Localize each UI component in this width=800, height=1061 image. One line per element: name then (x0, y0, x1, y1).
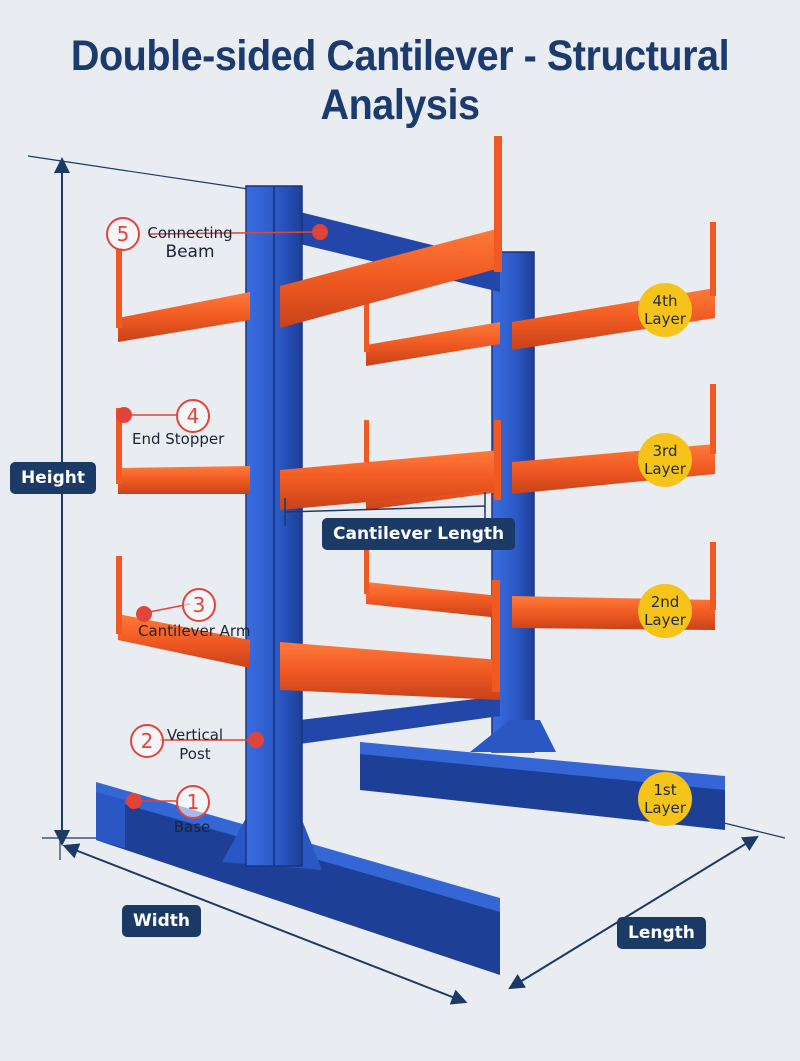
part-label-line: Beam (165, 242, 215, 262)
layer-word: Layer (644, 611, 686, 629)
height-label: Height (10, 462, 96, 494)
part-number-2: 2 (130, 724, 164, 758)
part-label-line: Post (179, 745, 211, 763)
layer-word: Layer (644, 310, 686, 328)
part-label-line: Cantilever Arm (138, 622, 251, 640)
cantilever-length-label: Cantilever Length (322, 518, 516, 550)
layer-number: 2nd (650, 593, 680, 611)
part-number-3: 3 (182, 588, 216, 622)
part-label-line: Base (173, 818, 211, 836)
vertical-post-marker (248, 732, 264, 748)
part-label-line: Connecting (147, 224, 233, 242)
cantilever-arm-marker (136, 606, 152, 622)
layer-number: 1st (653, 781, 677, 799)
length-dimension (508, 821, 786, 990)
layer-word: Layer (644, 799, 686, 817)
part-label-end-stopper: End Stopper (132, 430, 224, 449)
height-dimension (27, 155, 256, 846)
length-label: Length (617, 917, 706, 949)
part-label-vertical-post: Vertical Post (160, 726, 230, 764)
part-label-line: End Stopper (132, 430, 225, 448)
cantilever-length-dimension (284, 492, 486, 526)
layer-badge-3rd: 3rd Layer (638, 433, 692, 487)
part-number-1: 1 (176, 785, 210, 819)
front-arms (116, 136, 502, 700)
width-label: Width (122, 905, 201, 937)
connecting-beam-marker (312, 224, 328, 240)
part-label-base: Base (172, 818, 212, 837)
layer-badge-4th: 4th Layer (638, 283, 692, 337)
width-dimension (59, 835, 468, 1005)
end-stopper-marker (116, 407, 132, 423)
part-number-4: 4 (176, 399, 210, 433)
part-label-connecting-beam: Connecting Beam (140, 224, 240, 262)
page-title: Double-sided Cantilever - Structural Ana… (70, 32, 730, 129)
part-label-cantilever-arm: Cantilever Arm (138, 622, 250, 641)
layer-number: 3rd (652, 442, 678, 460)
base-marker (126, 793, 142, 809)
layer-word: Layer (644, 460, 686, 478)
layer-badge-2nd: 2nd Layer (638, 584, 692, 638)
part-label-line: Vertical (166, 726, 224, 744)
layer-number: 4th (652, 292, 678, 310)
part-markers (124, 231, 321, 802)
part-number-5: 5 (106, 217, 140, 251)
layer-badge-1st: 1st Layer (638, 772, 692, 826)
